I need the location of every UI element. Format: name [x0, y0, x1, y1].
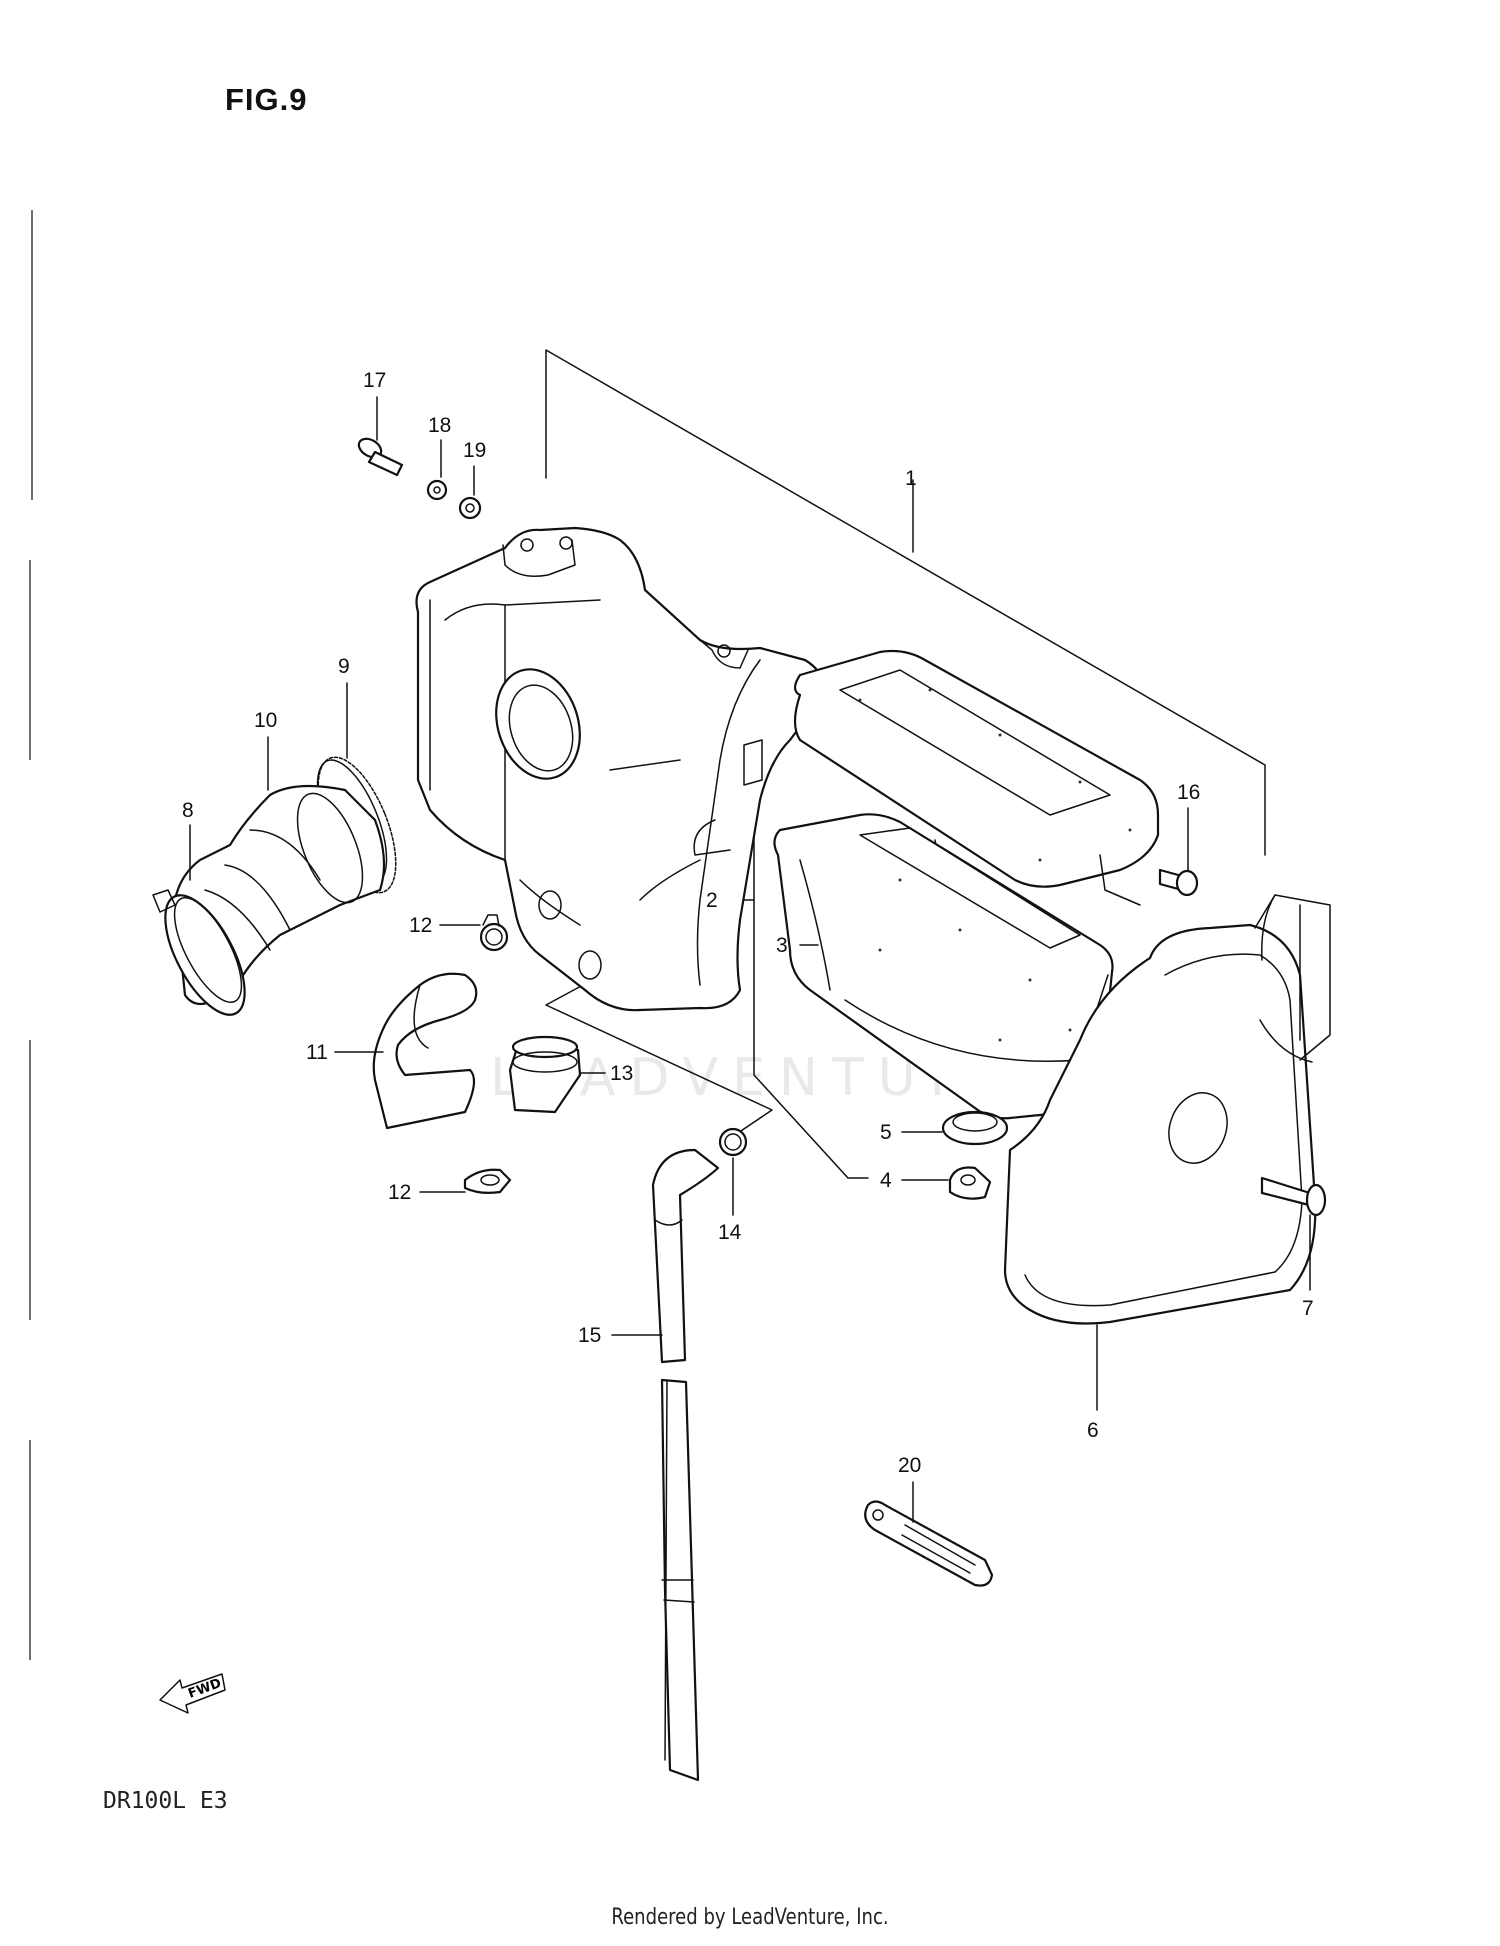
- callout-5: 5: [880, 1121, 892, 1144]
- callout-1: 1: [905, 467, 917, 490]
- assembly-bracket-1: [545, 349, 1266, 856]
- seal-cap-5: [941, 1110, 1009, 1146]
- callout-2: 2: [706, 889, 718, 912]
- callout-6: 6: [1087, 1419, 1099, 1442]
- callout-11: 11: [306, 1041, 328, 1064]
- fwd-arrow-icon: [159, 1673, 226, 1714]
- callout-7: 7: [1302, 1297, 1314, 1320]
- element-frame-2: [793, 649, 1160, 906]
- callout-14: 14: [718, 1221, 742, 1244]
- callout-17: 17: [363, 369, 387, 392]
- bolt-16: [1158, 868, 1199, 897]
- callout-8: 8: [182, 799, 194, 822]
- callout-4: 4: [880, 1169, 892, 1192]
- hose-clip-12b: [463, 1168, 512, 1194]
- callout-10: 10: [254, 709, 278, 732]
- breather-hose-15: [651, 1148, 720, 1782]
- bolt-17: [357, 437, 404, 477]
- screw-7: [1260, 1176, 1327, 1217]
- washer-19: [458, 496, 482, 520]
- callout-19: 19: [463, 439, 487, 462]
- air-cleaner-cover-6: [1003, 894, 1331, 1325]
- callout-9: 9: [338, 655, 350, 678]
- drain-hose-11: [372, 972, 478, 1130]
- model-code: DR100L E3: [103, 1788, 228, 1814]
- callout-20: 20: [898, 1454, 922, 1477]
- footer-credit: Rendered by LeadVenture, Inc.: [611, 1905, 889, 1930]
- callout-15: 15: [578, 1324, 602, 1347]
- grommet-13: [508, 1035, 582, 1114]
- strap-20: [864, 1500, 994, 1587]
- callout-18: 18: [428, 414, 452, 437]
- lock-washer-18: [426, 479, 448, 501]
- hose-clamp-8: [152, 889, 246, 1016]
- hose-clamp-14: [718, 1127, 748, 1157]
- air-cleaner-case: [415, 526, 824, 1012]
- scan-edge-marks: [29, 210, 33, 1660]
- hose-clip-12a: [479, 914, 509, 952]
- callout-3: 3: [776, 934, 788, 957]
- callout-12a: 12: [409, 914, 433, 937]
- clip-nut-4: [948, 1166, 992, 1200]
- figure-title: FIG.9: [225, 82, 308, 117]
- callout-12b: 12: [388, 1181, 412, 1204]
- callout-16: 16: [1177, 781, 1201, 804]
- callout-13: 13: [610, 1062, 634, 1085]
